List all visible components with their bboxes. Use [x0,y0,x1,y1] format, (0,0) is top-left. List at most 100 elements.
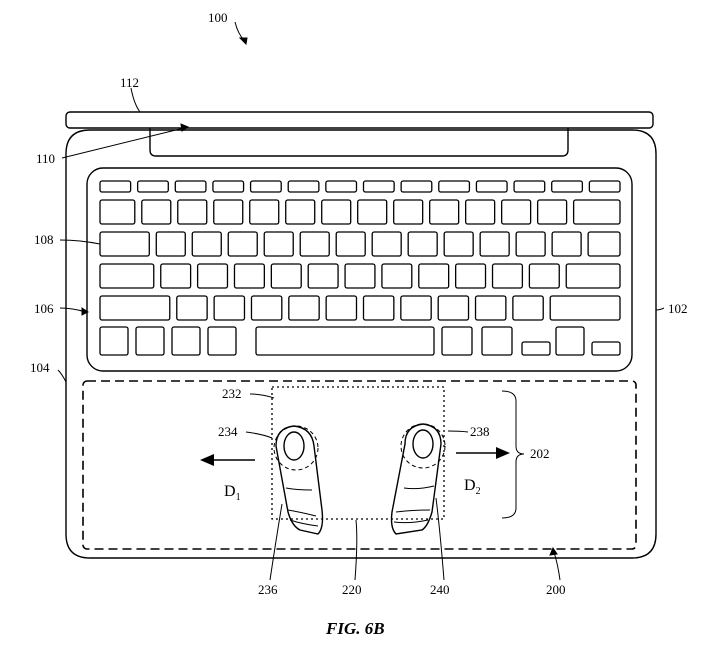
keyboard-key [515,231,546,257]
label-input-region: 200 [546,582,566,597]
keyboard-key [99,180,132,193]
keyboard-key [407,231,438,257]
keyboard-key [99,263,155,289]
touchpad-region [271,386,445,520]
keyboard-key [400,295,432,321]
keyboard-key [572,199,621,225]
keyboard-key [325,180,358,193]
left-arrow [200,454,255,466]
keyboard-key [465,199,496,225]
keyboard-key [249,199,280,225]
keyboard-key [521,341,551,356]
label-first-finger: 236 [258,582,278,597]
keyboard-key [174,180,207,193]
keyboard-key [171,326,201,356]
keyboard-key [479,231,510,257]
keyboard-key [536,199,568,225]
label-key: 108 [34,232,54,247]
label-touchpad-boundary: 232 [222,386,242,401]
keyboard-key [443,231,474,257]
keyboard-key [437,295,470,321]
keyboard-key [481,326,513,356]
keyboard-key [135,326,165,356]
keyboard-key [207,326,237,356]
label-base-housing: 102 [668,301,688,316]
keyboard-key [418,263,450,289]
keyboard-keys [99,180,621,356]
keyboard-key [227,231,258,257]
keyboard-key [99,295,171,321]
keyboard-key [551,231,582,257]
keyboard-key [344,263,376,289]
keyboard-key [287,180,320,193]
keyboard-key [250,295,283,321]
keyboard-key [99,231,150,257]
keyboard-key [441,326,473,356]
label-keyboard-region: 106 [34,301,54,316]
keyboard-key [371,231,402,257]
keyboard-key [393,199,424,225]
keyboard-key [429,199,460,225]
second-finger [390,423,446,535]
keyboard-key [99,326,129,356]
keyboard-key [270,263,302,289]
keyboard-key [212,180,245,193]
first-contact-circle [273,425,319,471]
keyboard-key [500,199,532,225]
keyboard-key [233,263,265,289]
keyboard-key [288,295,320,321]
keyboard-key [307,263,339,289]
keyboard-key [99,199,136,225]
keyboard-key [299,231,330,257]
label-first-contact: 234 [218,424,238,439]
keyboard-key [155,231,186,257]
label-device: 100 [208,10,228,25]
keyboard-key [191,231,222,257]
keyboard-key [263,231,294,257]
label-second-contact: 238 [470,424,490,439]
keyboard-key [249,180,282,193]
keyboard-key [160,263,192,289]
keyboard-region [86,167,633,372]
keyboard-key [513,180,546,193]
direction-right-label: D2 [464,477,481,497]
keyboard-key [588,180,621,193]
keyboard-key [196,263,229,289]
display-recess [149,128,569,157]
keyboard-key [177,199,208,225]
keyboard-key [176,295,208,321]
keyboard-key [551,180,584,193]
figure-caption: FIG. 6B [325,619,385,638]
keyboard-key [285,199,316,225]
label-touchpad-region: 220 [342,582,362,597]
keyboard-key [362,180,395,193]
keyboard-key [565,263,621,289]
label-region-bracket: 202 [530,446,550,461]
region-bracket [501,390,525,519]
base-housing [65,129,657,559]
keyboard-key [362,295,395,321]
keyboard-key [141,199,172,225]
keyboard-key [512,295,544,321]
keyboard-key [335,231,366,257]
label-palm-rest: 104 [30,360,50,375]
keyboard-key [136,180,169,193]
keyboard-key [591,341,621,356]
keyboard-key [549,295,621,321]
right-arrow [456,447,510,459]
keyboard-key [321,199,352,225]
keyboard-key [438,180,471,193]
keyboard-key [381,263,413,289]
keyboard-key [357,199,388,225]
second-contact-circle [400,423,446,469]
label-second-finger: 240 [430,582,450,597]
first-finger [273,425,324,535]
keyboard-key [213,295,246,321]
label-display-housing: 112 [120,75,139,90]
keyboard-key [555,326,585,356]
keyboard-key [325,295,358,321]
keyboard-key [455,263,487,289]
keyboard-key [474,295,507,321]
keyboard-key [255,326,435,356]
